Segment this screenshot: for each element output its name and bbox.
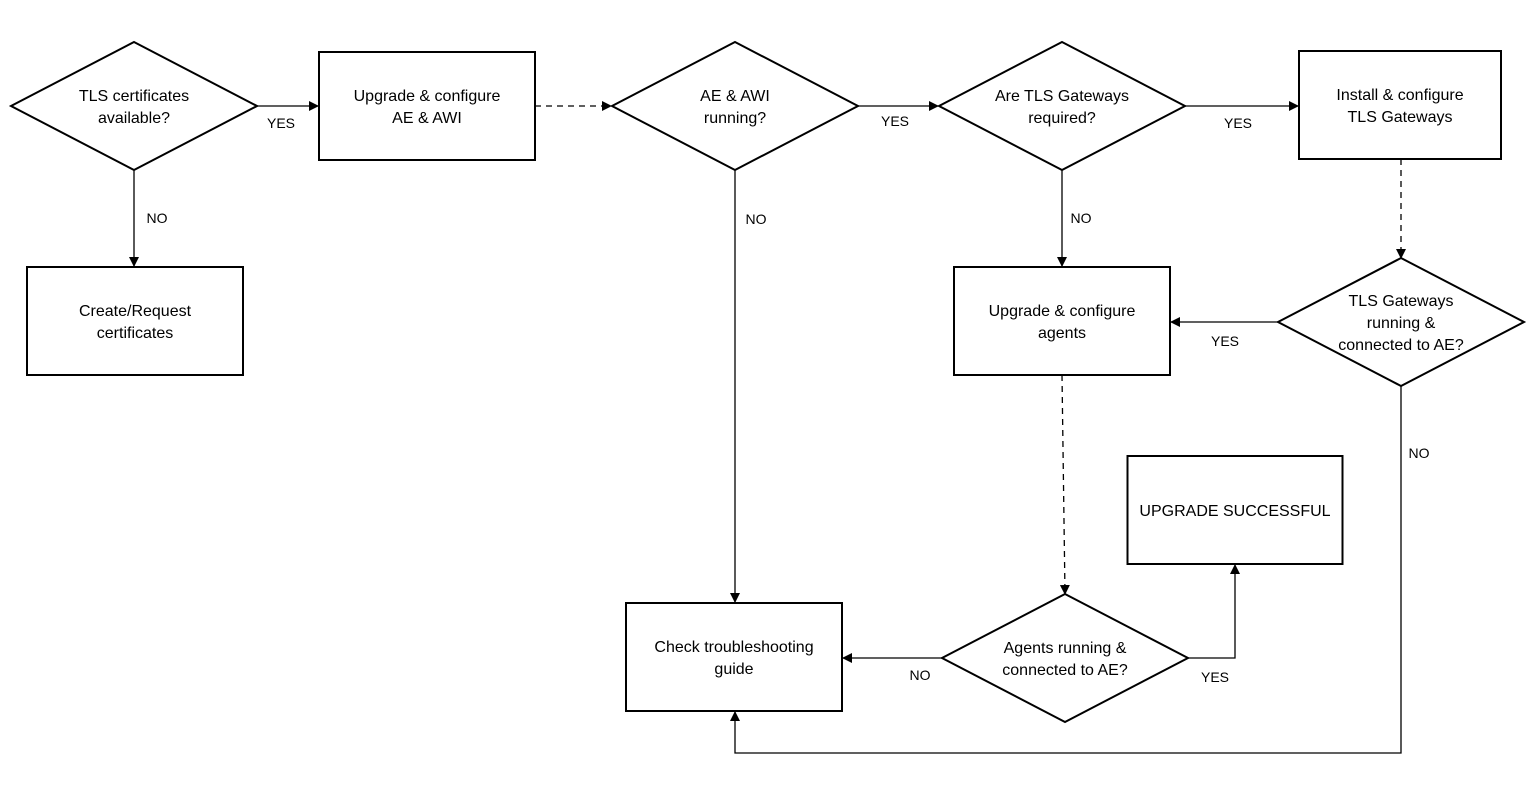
process-box (625, 602, 843, 712)
decision-tls-gateways-required: Are TLS Gateways required? (936, 40, 1188, 172)
decision-tls-certs-available: TLS certificates available? (8, 40, 260, 172)
node-label-line: Install & configure (1336, 87, 1463, 104)
process-create-request-certs: Create/Request certificates (26, 266, 244, 376)
process-box (26, 266, 244, 376)
edge-label-yes: YES (881, 113, 909, 129)
decision-diamond (609, 40, 861, 172)
connector-agents-running-to-upgrade-successful (1188, 564, 1240, 659)
process-check-troubleshooting: Check troubleshooting guide (625, 602, 843, 712)
node-label-line: agents (1038, 325, 1086, 342)
edge-label-yes: YES (1201, 669, 1229, 685)
node-label-line: UPGRADE SUCCESSFUL (1139, 503, 1330, 520)
node-label-line: Upgrade & configure (354, 88, 501, 105)
decision-diamond (8, 40, 260, 172)
edge-label-no: NO (147, 210, 168, 226)
process-upgrade-ae-awi: Upgrade & configure AE & AWI (318, 51, 536, 161)
edge-label-yes: YES (1224, 115, 1252, 131)
node-label-line: available? (98, 110, 170, 127)
edge-label-yes: YES (1211, 333, 1239, 349)
edge-label-yes: YES (267, 115, 295, 131)
node-label-line: TLS Gateways (1348, 109, 1453, 126)
decision-ae-awi-running: AE & AWI running? (609, 40, 861, 172)
process-box (1126, 455, 1344, 565)
connector-upgrade-agents-to-agents-running (1059, 374, 1070, 595)
node-label-line: connected to AE? (1338, 337, 1464, 354)
edge-label-no: NO (1409, 445, 1430, 461)
node-label-line: guide (714, 661, 753, 678)
node-label-line: connected to AE? (1002, 662, 1128, 679)
decision-agents-running: Agents running & connected to AE? (939, 592, 1191, 724)
decision-tls-gateways-running: TLS Gateways running & connected to AE? (1275, 256, 1527, 388)
node-label-line: Agents running & (1004, 640, 1127, 657)
node-label-line: running? (704, 110, 766, 127)
edge-label-no: NO (910, 667, 931, 683)
node-label-line: running & (1367, 315, 1436, 332)
decision-diamond (939, 592, 1191, 724)
node-label-line: Check troubleshooting (654, 639, 813, 656)
node-label-line: Create/Request (79, 303, 192, 320)
node-label-line: Upgrade & configure (989, 303, 1136, 320)
process-box (953, 266, 1171, 376)
edge-label-no: NO (746, 211, 767, 227)
process-box (318, 51, 536, 161)
node-label-line: AE & AWI (700, 88, 770, 105)
edge-label-no: NO (1071, 210, 1092, 226)
node-label-line: AE & AWI (392, 110, 462, 127)
decision-diamond (1275, 256, 1527, 388)
node-label-line: TLS Gateways (1349, 293, 1454, 310)
node-label-line: certificates (97, 325, 173, 342)
process-box (1298, 50, 1502, 160)
node-label-line: TLS certificates (79, 88, 189, 105)
node-label-line: Are TLS Gateways (995, 88, 1129, 105)
process-upgrade-agents: Upgrade & configure agents (953, 266, 1171, 376)
node-label-line: required? (1028, 110, 1096, 127)
connector-tls-gateways-running-to-check-troubleshooting (730, 386, 1402, 754)
decision-diamond (936, 40, 1188, 172)
process-upgrade-successful: UPGRADE SUCCESSFUL (1126, 455, 1344, 565)
